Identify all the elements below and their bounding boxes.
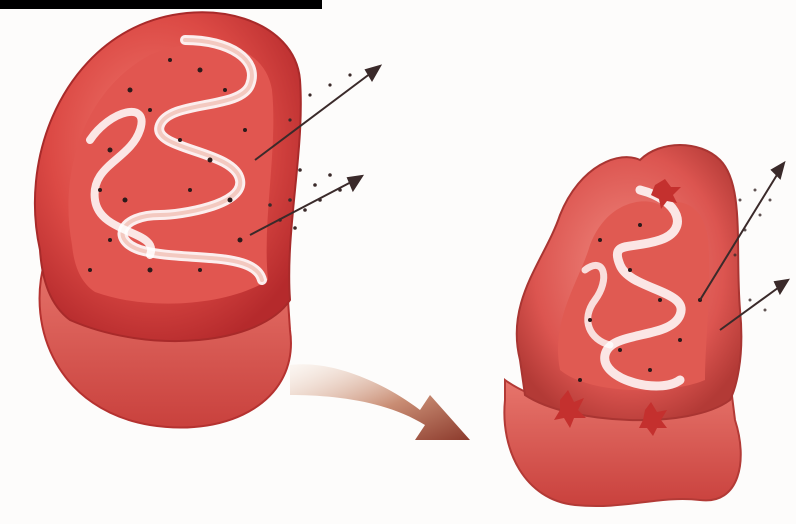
healthy-mitochondrion (35, 12, 380, 427)
transition-arrow (290, 364, 470, 440)
damaged-mitochondrion (504, 145, 788, 506)
